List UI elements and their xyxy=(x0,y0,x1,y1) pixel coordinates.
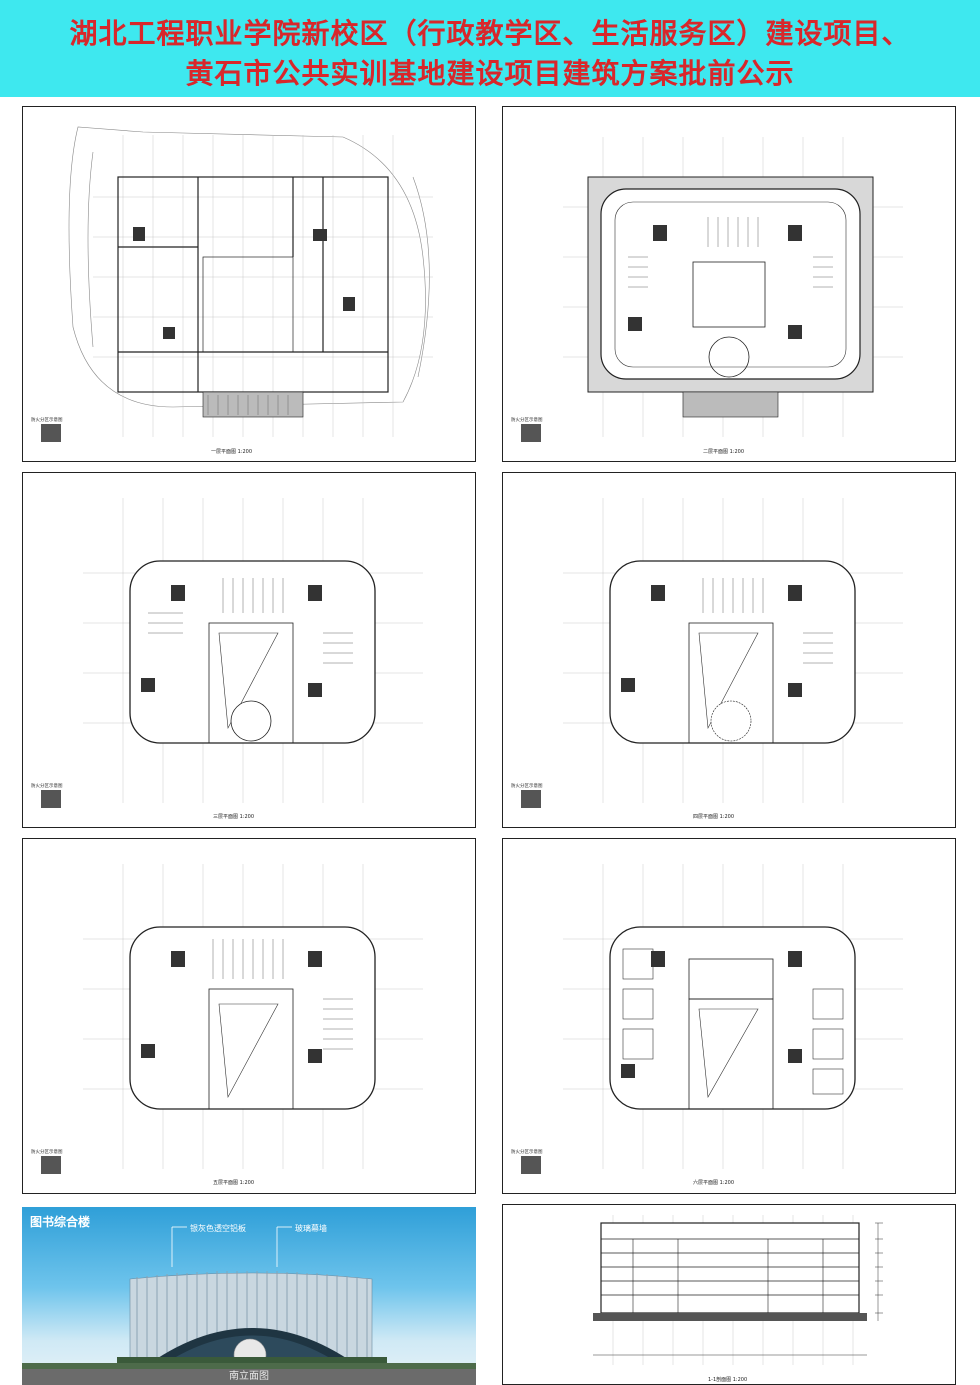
floor-plan-1: 一层平面图 1:200 防火分区示意图 xyxy=(22,106,476,462)
floor-plan-4-legend: 防火分区示意图 xyxy=(511,783,601,821)
legend-title: 防火分区示意图 xyxy=(511,1150,543,1155)
legend-thumbnail xyxy=(41,1156,61,1174)
floor-plan-3: 三层平面图 1:200 防火分区示意图 xyxy=(22,472,476,828)
title-line-1: 湖北工程职业学院新校区（行政教学区、生活服务区）建设项目、 xyxy=(69,17,911,50)
title-banner: 湖北工程职业学院新校区（行政教学区、生活服务区）建设项目、 黄石市公共实训基地建… xyxy=(0,0,980,97)
label-aluminum-panel: 银灰色透空铝板 xyxy=(190,1224,246,1233)
floor-plan-4-drawing xyxy=(563,498,903,803)
floor-plan-2-caption: 二层平面图 1:200 xyxy=(703,449,744,455)
floor-plan-1-legend: 防火分区示意图 xyxy=(31,417,121,455)
legend-thumbnail xyxy=(521,790,541,808)
floor-plan-1-drawing xyxy=(68,126,433,437)
floor-plan-4-caption: 四层平面图 1:200 xyxy=(693,814,734,820)
building-rendering xyxy=(22,1226,476,1372)
legend-thumbnail xyxy=(521,424,541,442)
section-drawing: 1-1剖面图 1:200 xyxy=(502,1204,956,1385)
floor-plan-5: 五层平面图 1:200 防火分区示意图 xyxy=(22,838,476,1194)
floor-plan-5-drawing xyxy=(83,864,423,1169)
legend-title: 防火分区示意图 xyxy=(511,418,543,423)
floor-plan-6: 六层平面图 1:200 防火分区示意图 xyxy=(502,838,956,1194)
section-drawing-svg xyxy=(593,1215,883,1365)
rendering-title: 图书综合楼 xyxy=(30,1215,91,1229)
floor-plan-2: 二层平面图 1:200 防火分区示意图 xyxy=(502,106,956,462)
floor-plan-4: 四层平面图 1:200 防火分区示意图 xyxy=(502,472,956,828)
label-glass-curtain-wall: 玻璃幕墙 xyxy=(295,1224,327,1233)
legend-title: 防火分区示意图 xyxy=(511,784,543,789)
legend-title: 防火分区示意图 xyxy=(31,784,63,789)
floor-plan-5-legend: 防火分区示意图 xyxy=(31,1149,121,1187)
floor-plan-2-legend: 防火分区示意图 xyxy=(511,417,601,455)
floor-plan-6-legend: 防火分区示意图 xyxy=(511,1149,601,1187)
floor-plan-3-drawing xyxy=(83,498,423,803)
legend-title: 防火分区示意图 xyxy=(31,418,63,423)
floor-plan-1-caption: 一层平面图 1:200 xyxy=(211,449,252,455)
floor-plan-5-caption: 五层平面图 1:200 xyxy=(213,1180,254,1186)
elevation-caption: 南立面图 xyxy=(22,1369,476,1385)
floor-plan-3-caption: 三层平面图 1:200 xyxy=(213,814,254,820)
legend-thumbnail xyxy=(521,1156,541,1174)
legend-thumbnail xyxy=(41,790,61,808)
legend-thumbnail xyxy=(41,424,61,442)
south-elevation-rendering: 图书综合楼 银灰色透空铝板 玻璃幕墙 南立面图 xyxy=(22,1207,476,1385)
floor-plan-6-drawing xyxy=(563,864,903,1169)
floor-plan-3-legend: 防火分区示意图 xyxy=(31,783,121,821)
floor-plan-6-caption: 六层平面图 1:200 xyxy=(693,1180,734,1186)
floor-plan-2-drawing xyxy=(563,137,903,437)
title-line-2: 黄石市公共实训基地建设项目建筑方案批前公示 xyxy=(185,57,795,90)
section-caption: 1-1剖面图 1:200 xyxy=(708,1377,748,1383)
legend-title: 防火分区示意图 xyxy=(31,1150,63,1155)
